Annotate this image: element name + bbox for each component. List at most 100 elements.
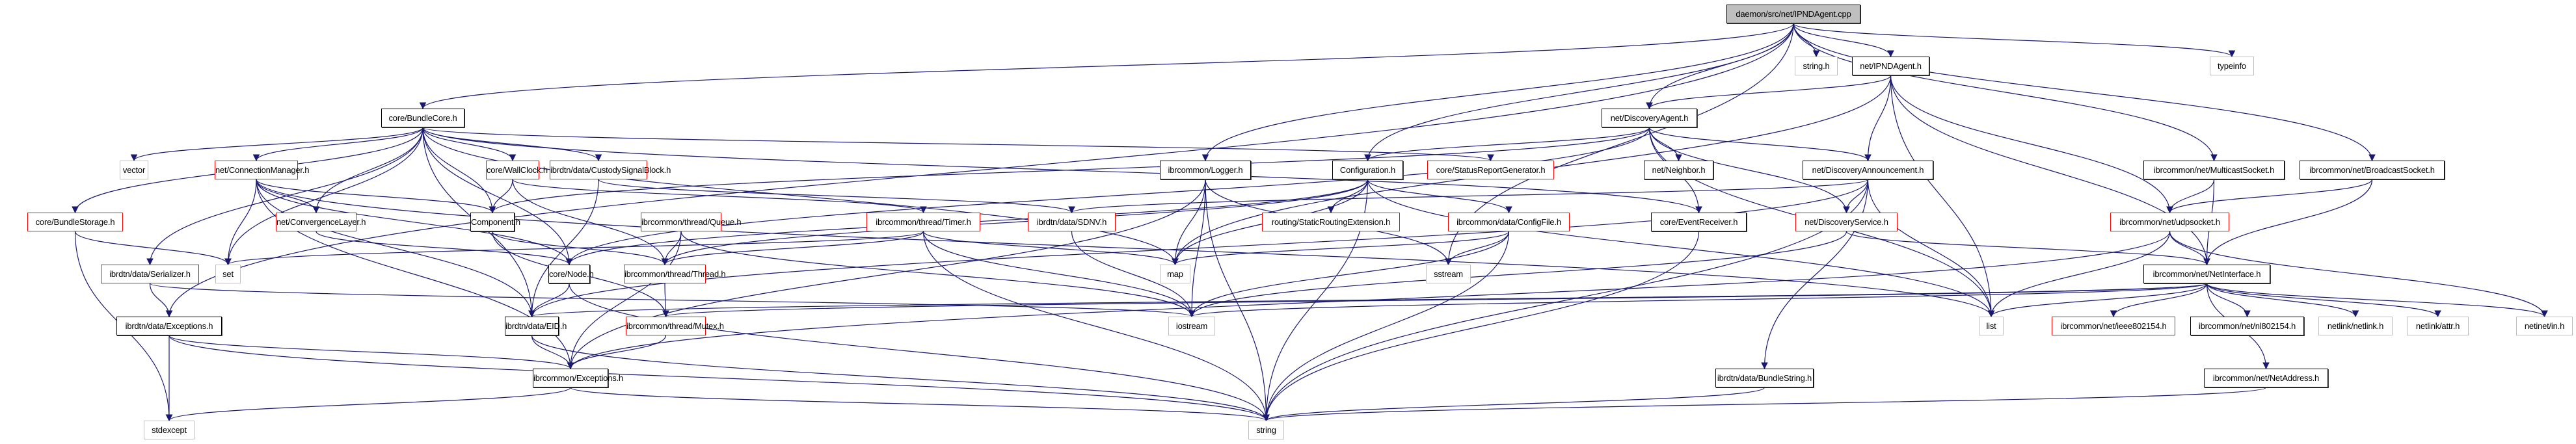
edge-broadcast-to-netinterface (2203, 179, 2373, 266)
edge-discoveryagent-to-announcement (1648, 127, 1872, 162)
graph-node-eventreceiver[interactable]: core/EventReceiver.h (1651, 213, 1747, 231)
edge-configuration-to-thread (661, 179, 1369, 266)
graph-node-discoveryservice[interactable]: net/DiscoveryService.h (1795, 213, 1898, 231)
graph-node-netinterface[interactable]: ibrcommon/net/NetInterface.h (2143, 265, 2270, 283)
edge-root-to-bundlecore (419, 23, 1794, 110)
graph-node-netlink: netlink/netlink.h (2318, 317, 2393, 335)
graph-node-logger[interactable]: ibrcommon/Logger.h (1160, 161, 1251, 179)
edge-ipndagent_h-to-list (1890, 75, 1995, 318)
graph-node-netinet: netinet/in.h (2516, 317, 2573, 335)
graph-node-root[interactable]: daemon/src/net/IPNDAgent.cpp (1726, 5, 1860, 23)
graph-node-thread[interactable]: ibrcommon/thread/Thread.h (624, 265, 726, 283)
edge-bundlecore-to-map (422, 127, 1179, 266)
edge-logger-to-map (1172, 179, 1206, 266)
edge-eid-to-string (531, 335, 1270, 422)
graph-node-multicast[interactable]: ibrcommon/net/MulticastSocket.h (2143, 161, 2285, 179)
edge-timer-to-iostream (922, 231, 1196, 318)
graph-node-mutex[interactable]: ibrcommon/thread/Mutex.h (626, 317, 724, 335)
edge-timer-to-set (224, 231, 924, 266)
edge-mutex-to-commonexceptions (567, 335, 667, 370)
graph-node-sdnv[interactable]: ibrdtn/data/SDNV.h (1028, 213, 1116, 231)
edge-bundlecore-to-connmgr (252, 127, 423, 162)
edge-root-to-multicast (1793, 23, 2218, 162)
edge-announcement-to-eid (528, 179, 1869, 318)
graph-node-bundlestring[interactable]: ibrdtn/data/BundleString.h (1715, 369, 1814, 387)
edge-announcement-to-sdnv (1068, 179, 1869, 214)
graph-node-configfile[interactable]: ibrcommon/data/ConfigFile.h (1448, 213, 1570, 231)
graph-node-ieee802154[interactable]: ibrcommon/net/ieee802154.h (2052, 317, 2175, 335)
graph-node-nl802154[interactable]: ibrcommon/net/nl802154.h (2190, 317, 2304, 335)
graph-node-stdexcept: stdexcept (144, 421, 195, 439)
edge-dtnexceptions-to-string (168, 335, 1270, 422)
edge-connmgr-to-node (256, 179, 573, 266)
graph-node-configuration[interactable]: Configuration.h (1332, 161, 1403, 179)
graph-node-eid[interactable]: ibrdtn/data/EID.h (505, 317, 567, 335)
graph-node-vector: vector (120, 161, 148, 179)
edge-wallclock-to-component (489, 179, 513, 214)
edge-bundlecore-to-wallclock (422, 127, 517, 162)
graph-node-ipndagent-h[interactable]: net/IPNDAgent.h (1852, 57, 1929, 75)
graph-node-wallclock[interactable]: core/WallClock.h (486, 161, 548, 179)
edge-serializer-to-iostream (149, 283, 1195, 318)
edge-connmgr-to-eid (256, 179, 535, 318)
graph-node-node[interactable]: core/Node.h (548, 265, 594, 283)
edge-root-to-broadcast (1793, 23, 2376, 162)
graph-node-broadcast[interactable]: ibrcommon/net/BroadcastSocket.h (2300, 161, 2445, 179)
graph-node-timer[interactable]: ibrcommon/thread/Timer.h (866, 213, 980, 231)
graph-node-set: set (215, 265, 241, 283)
graph-node-string: string (1248, 421, 1284, 439)
edge-commonexceptions-to-string (570, 387, 1270, 422)
edge-bundlecore-to-statusreport (422, 127, 1494, 162)
edge-connmgr-to-list (256, 179, 1995, 318)
graph-node-bundlecore[interactable]: core/BundleCore.h (381, 109, 464, 127)
edge-bundlestorage-to-set (74, 231, 232, 266)
graph-node-convlayer[interactable]: net/ConvergenceLayer.h (276, 213, 366, 231)
edge-ipndagent_h-to-announcement (1864, 75, 1892, 162)
edge-root-to-discoveryagent (1646, 23, 1794, 110)
graph-node-bundlestorage[interactable]: core/BundleStorage.h (27, 213, 123, 231)
edge-root-to-configuration (1364, 23, 1794, 162)
edge-configfile-to-iostream (1188, 231, 1510, 318)
graph-node-iostream: iostream (1168, 317, 1215, 335)
edge-netinterface-to-iostream (1188, 283, 2208, 318)
edge-eventreceiver-to-string (1263, 231, 1700, 422)
edge-timer-to-thread (661, 231, 924, 266)
edge-netinterface-to-mutex (663, 283, 2208, 318)
edge-netinterface-to-attr (2206, 283, 2441, 318)
edge-configfile-to-map (1172, 231, 1510, 266)
edge-discoveryagent-to-configuration (1364, 127, 1650, 162)
edge-configuration-to-list (1367, 179, 1995, 318)
graph-node-dtnexceptions[interactable]: ibrdtn/data/Exceptions.h (116, 317, 222, 335)
graph-node-statusreport[interactable]: core/StatusReportGenerator.h (1427, 161, 1554, 179)
edge-convlayer-to-node (315, 231, 573, 266)
edge-root-to-logger (1201, 23, 1794, 162)
edge-node-to-eid (528, 283, 570, 318)
edge-connmgr-to-set (224, 179, 257, 266)
edge-udpsocket-to-netinet (2169, 231, 2548, 318)
graph-node-custody[interactable]: ibrdtn/data/CustodySignalBlock.h (550, 161, 671, 179)
edge-timer-to-map (922, 231, 1179, 266)
edge-discoveryservice-to-iostream (1188, 231, 1847, 318)
graph-node-announcement[interactable]: net/DiscoveryAnnouncement.h (1803, 161, 1933, 179)
graph-node-serializer[interactable]: ibrdtn/data/Serializer.h (101, 265, 199, 283)
graph-node-commonexceptions[interactable]: ibrcommon/Exceptions.h (533, 369, 623, 387)
edge-discoveryagent-to-discoveryservice (1648, 127, 1850, 214)
edge-bundlecore-to-node (422, 127, 573, 266)
edge-node-to-string (569, 283, 1270, 422)
graph-node-udpsocket[interactable]: ibrcommon/net/udpsocket.h (2110, 213, 2229, 231)
edge-connmgr-to-convlayer (256, 179, 320, 214)
graph-node-sstream: sstream (1426, 265, 1471, 283)
edge-netinterface-to-ieee802154 (2110, 283, 2208, 318)
edge-udpsocket-to-list (1987, 231, 2171, 318)
graph-node-component[interactable]: Component.h (470, 213, 520, 231)
edge-netinterface-to-list (1987, 283, 2208, 318)
edge-custody-to-sdnv (598, 179, 1075, 214)
edge-announcement-to-bundlestring (1761, 179, 1869, 370)
edge-bundlecore-to-set (224, 127, 423, 266)
graph-node-staticrouting[interactable]: routing/StaticRoutingExtension.h (1262, 213, 1400, 231)
graph-node-connmgr[interactable]: net/ConnectionManager.h (215, 161, 309, 179)
graph-node-queue[interactable]: ibrcommon/thread/Queue.h (641, 213, 742, 231)
graph-node-neighbor[interactable]: net/Neighbor.h (1644, 161, 1713, 179)
graph-node-netaddress[interactable]: ibrcommon/net/NetAddress.h (2204, 369, 2328, 387)
graph-node-discoveryagent[interactable]: net/DiscoveryAgent.h (1602, 109, 1697, 127)
